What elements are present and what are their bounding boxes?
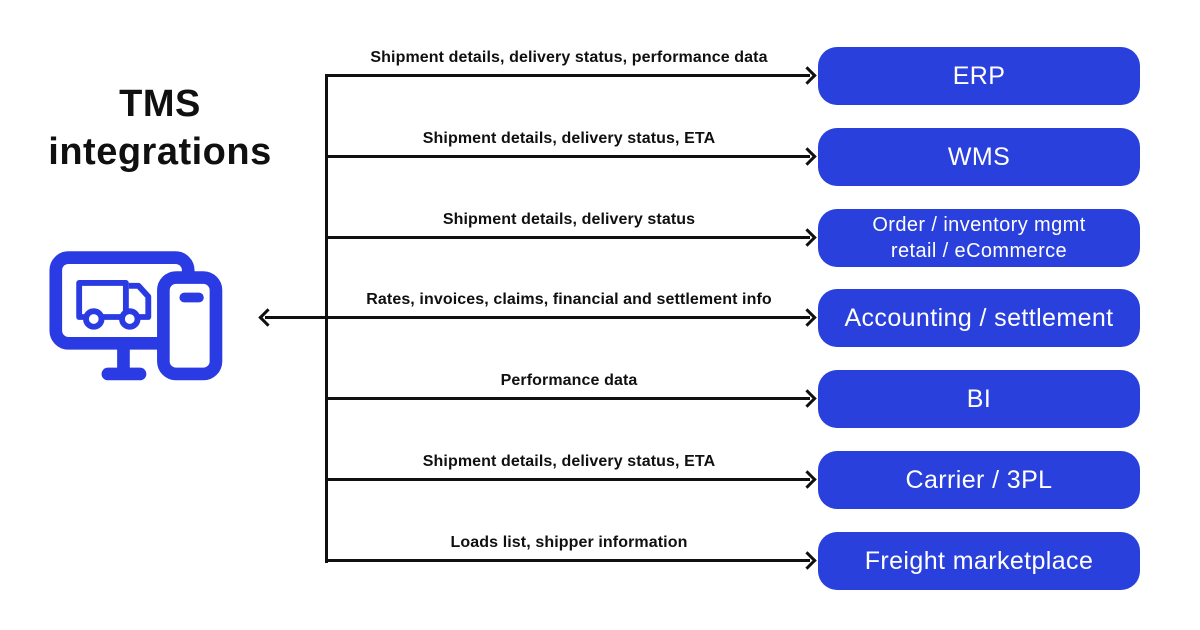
truck-wheel-rear [83,308,105,330]
arrow-right-icon [798,389,817,408]
arrow-label: Shipment details, delivery status, perfo… [370,49,768,66]
arrow-label: Loads list, shipper information [450,534,688,551]
arrow-line [327,74,810,77]
arrow-line [327,559,810,562]
target-box-freight-marketplace: Freight marketplace [818,532,1140,590]
arrow-left-icon [258,308,277,327]
arrow-label: Performance data [500,372,638,389]
monitor-stand [117,343,130,373]
arrow-right-icon [798,551,817,570]
arrow-label: Shipment details, delivery status, ETA [422,453,716,470]
integration-row-freight-marketplace: Loads list, shipper information Freight … [327,532,1140,590]
target-box-erp: ERP [818,47,1140,105]
arrow-right-icon [798,147,817,166]
target-box-carrier-3pl: Carrier / 3PL [818,451,1140,509]
integration-row-carrier-3pl: Shipment details, delivery status, ETA C… [327,451,1140,509]
arrow-line [327,155,810,158]
target-box-wms: WMS [818,128,1140,186]
arrow-line-left [265,316,327,319]
truck-wheel-front [119,308,141,330]
phone-outline [157,271,223,381]
integration-row-bi: Performance data BI [327,370,1140,428]
arrow-line [327,397,810,400]
arrow-right-icon [798,470,817,489]
integration-row-order-inventory: Shipment details, delivery status Order … [327,209,1140,267]
target-box-accounting: Accounting / settlement [818,289,1140,347]
arrow-label: Rates, invoices, claims, financial and s… [366,291,772,308]
arrow-right-icon [798,66,817,85]
target-box-bi: BI [818,370,1140,428]
arrow-line [327,316,810,319]
target-box-order-inventory: Order / inventory mgmt retail / eCommerc… [818,209,1140,267]
integration-row-accounting: Rates, invoices, claims, financial and s… [258,289,1140,347]
arrow-right-icon [798,228,817,247]
integration-row-wms: Shipment details, delivery status, ETA W… [327,128,1140,186]
integration-row-erp: Shipment details, delivery status, perfo… [327,47,1140,105]
page-title: TMS integrations [48,83,272,173]
arrow-right-icon [798,308,817,327]
arrow-line [327,478,810,481]
integration-rows: Shipment details, delivery status, perfo… [258,0,1140,630]
truck-cab [128,282,152,320]
monitor-truck-phone-icon [49,251,223,381]
arrow-label: Shipment details, delivery status, ETA [422,130,716,147]
arrow-label: Shipment details, delivery status [442,211,696,228]
monitor-base [101,367,147,381]
phone-speaker [179,292,204,303]
arrow-line [327,236,810,239]
